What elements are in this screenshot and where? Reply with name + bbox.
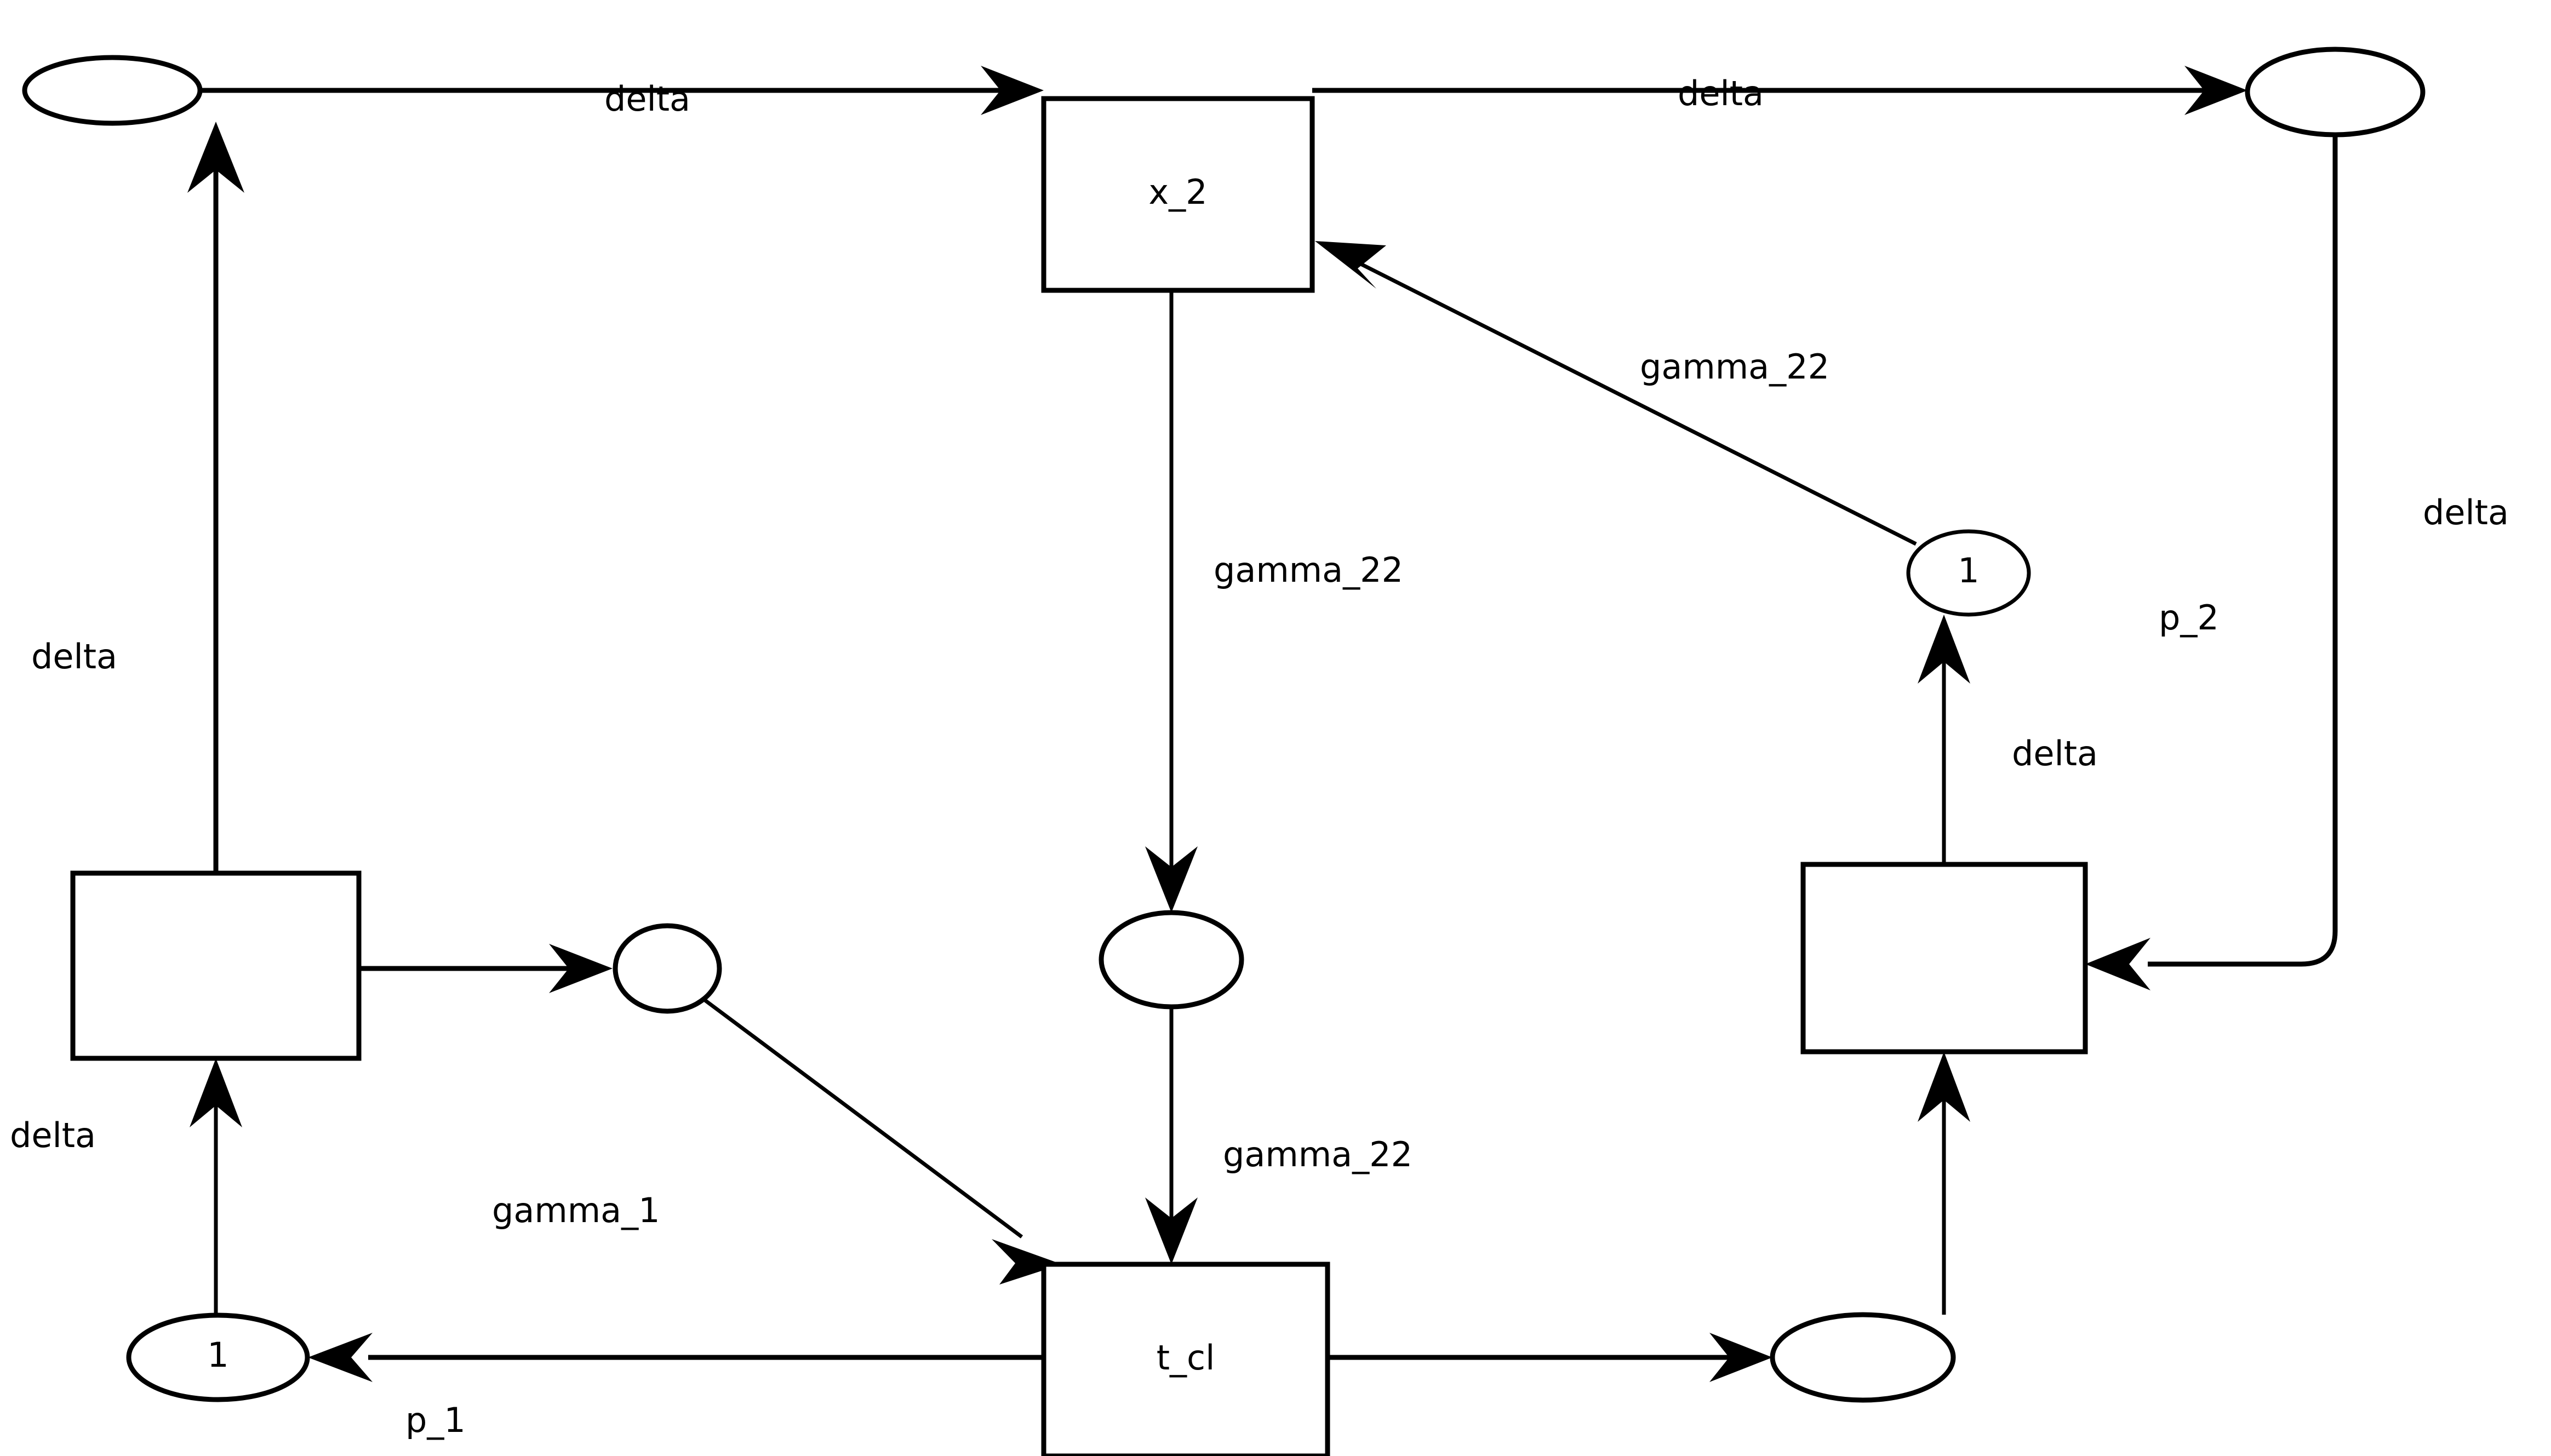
- arc-place-p1-to-trans-left: [190, 1058, 242, 1315]
- arc-place-ml-to-trans-tcl: [702, 998, 1062, 1285]
- arc-label-gamma22-diagonal: gamma_22: [1640, 347, 1829, 387]
- arc-place-tl-to-x2: [200, 66, 1044, 115]
- place-node-bottom-right[interactable]: [1770, 1312, 1956, 1403]
- place-node-top-right[interactable]: [2245, 47, 2426, 137]
- arc-trans-left-to-place-tl: [187, 122, 244, 873]
- transition-label: t_cl: [1157, 1338, 1215, 1378]
- place-node-middle-left[interactable]: [613, 923, 722, 1014]
- arc-trans-tcl-to-place-br: [1328, 1333, 1772, 1382]
- arc-label-delta-p2-inflow: delta: [2012, 733, 2098, 773]
- arc-place-mid-to-trans-tcl: [1145, 1007, 1198, 1264]
- arc-trans-left-to-place-ml: [359, 944, 613, 993]
- arc-label-delta-top-right: delta: [1678, 73, 1764, 113]
- arc-x2-to-place-tr: [1312, 66, 2247, 115]
- place-token-label: 1: [207, 1335, 228, 1375]
- place-node-p2[interactable]: 1: [1906, 529, 2031, 617]
- arc-place-p2-to-x2: [1315, 241, 1917, 546]
- arc-label-gamma22-bottom: gamma_22: [1223, 1134, 1412, 1174]
- arc-trans-right-to-place-p2: [1918, 615, 1970, 864]
- arc-place-br-to-trans-right: [1918, 1052, 1970, 1315]
- transition-node-right[interactable]: [1800, 862, 2088, 1054]
- arc-place-tr-to-trans-right: [2085, 135, 2338, 990]
- transition-node-left[interactable]: [70, 870, 362, 1061]
- arc-label-gamma22-middle: gamma_22: [1214, 550, 1403, 590]
- arc-label-delta-top-left: delta: [604, 79, 690, 119]
- arc-x2-to-place-mid: [1145, 290, 1198, 913]
- place-name-label-p1: p_1: [405, 1400, 466, 1440]
- transition-node-x2[interactable]: x_2: [1041, 96, 1315, 293]
- arc-label-gamma1: gamma_1: [492, 1190, 660, 1230]
- place-token-label: 1: [1958, 551, 1979, 591]
- place-name-label-p2: p_2: [2159, 598, 2219, 638]
- place-node-top-left[interactable]: [22, 55, 203, 126]
- arc-label-delta-left-box-inflow: delta: [10, 1115, 96, 1155]
- transition-node-tcl[interactable]: t_cl: [1041, 1262, 1330, 1456]
- arc-trans-tcl-to-place-p1: [308, 1333, 1044, 1382]
- place-node-p1[interactable]: 1: [126, 1312, 310, 1402]
- transition-label: x_2: [1148, 172, 1207, 212]
- arc-label-delta-left-up: delta: [31, 637, 117, 677]
- arc-label-delta-far-right: delta: [2423, 492, 2509, 532]
- place-node-middle-center[interactable]: [1099, 910, 1244, 1010]
